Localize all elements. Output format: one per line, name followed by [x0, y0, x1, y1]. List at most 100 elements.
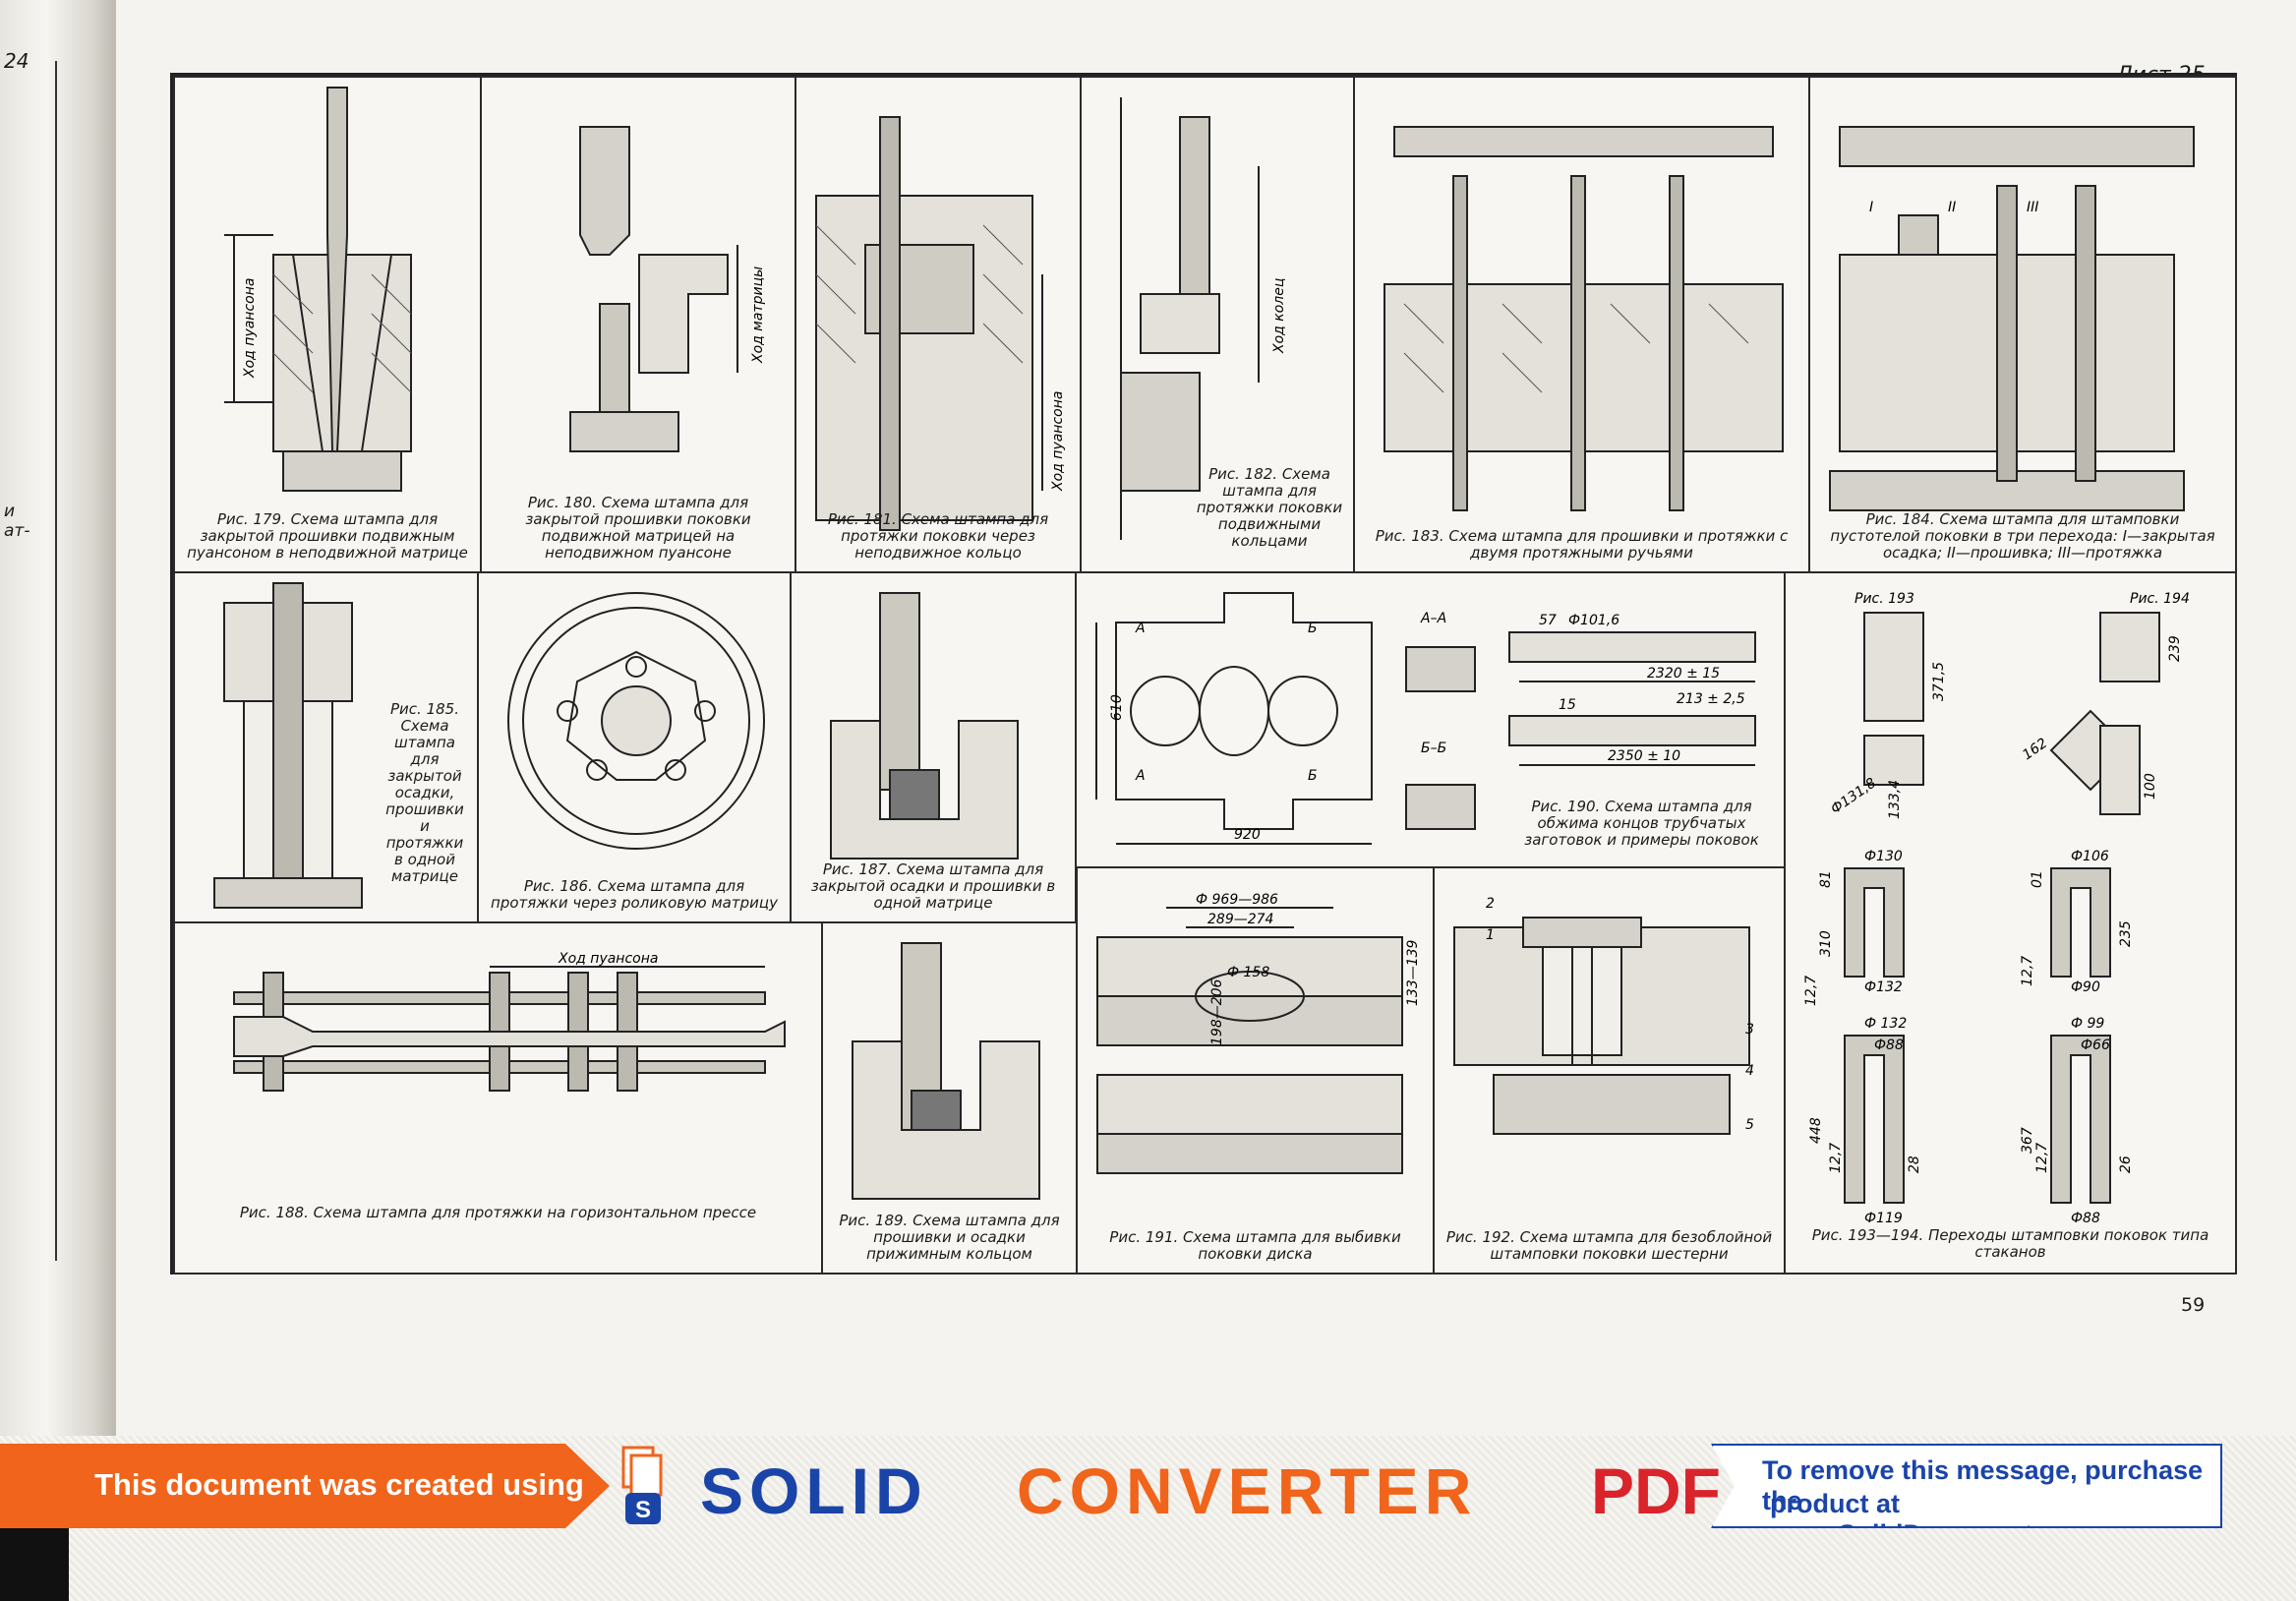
- figure-180-drawing: Ход матрицы: [569, 126, 766, 452]
- figure-190-mark-a1: А: [1135, 621, 1146, 636]
- figure-188-dim: Ход пуансона: [558, 951, 658, 967]
- purchase-line-2: product at www.SolidDocuments.com: [1770, 1489, 2220, 1528]
- figure-194-dim-1: 162: [2020, 736, 2050, 763]
- figure-189: Рис. 189. Схема штампа для прошивки и ос…: [821, 921, 1078, 1275]
- figure-194-dim-13: 26: [2118, 1156, 2134, 1173]
- figure-180: Ход матрицы Рис. 180. Схема штампа для з…: [480, 76, 796, 573]
- figure-187: Рис. 187. Схема штампа для закрытой осад…: [790, 571, 1077, 923]
- figure-183-drawing: [1383, 126, 1784, 511]
- previous-page-edge: 24 и ат-: [0, 0, 116, 1436]
- figure-192-label-3: 3: [1745, 1022, 1754, 1038]
- figure-186-drawing: [507, 592, 765, 850]
- figure-194-dim-11: 367: [2020, 1127, 2035, 1154]
- figure-194-dim-5: 01: [2030, 870, 2045, 888]
- purchase-line-1: To remove this message, purchase the: [1762, 1455, 2204, 1515]
- figure-194-dim-7: Ф90: [2071, 979, 2100, 995]
- figure-182: Ход колец Рис. 182. Схема штампа для про…: [1080, 76, 1355, 573]
- figure-184: I II III Рис. 184. Схема штампа для штам…: [1808, 76, 2237, 573]
- figure-192-label-1: 1: [1486, 927, 1495, 943]
- figure-192-label-5: 5: [1745, 1117, 1754, 1133]
- figure-185-caption: Рис. 185. Схема штампа для закрытой осад…: [385, 700, 464, 885]
- figure-191-caption: Рис. 191. Схема штампа для выбивки поков…: [1109, 1228, 1401, 1263]
- figure-179: Ход пуансона Рис. 179. Схема штампа для …: [173, 76, 482, 573]
- solid-documents-icon: S: [621, 1446, 663, 1524]
- figure-193-dim-11: 448: [1808, 1117, 1824, 1144]
- figure-192-drawing: 2 1 3 4 5: [1453, 896, 1754, 1135]
- banner-created-using: This document was created using: [0, 1444, 610, 1528]
- figure-190-dim-213: 213 ± 2,5: [1677, 691, 1745, 707]
- figure-194-dim-4: Ф106: [2071, 849, 2109, 864]
- figure-193-dim-3: 133,4: [1887, 780, 1903, 819]
- figure-181-caption: Рис. 181. Схема штампа для протяжки поко…: [827, 510, 1049, 562]
- figure-190-caption: Рис. 190. Схема штампа для обжима концов…: [1524, 798, 1759, 849]
- figure-191-dim-2: 289—274: [1207, 912, 1273, 927]
- figure-190-section-bb: Б–Б: [1421, 741, 1446, 756]
- figure-182-dim: Ход колец: [1271, 278, 1287, 354]
- figure-190-dim-dia: Ф101,6: [1568, 613, 1619, 628]
- page-number: 59: [2181, 1294, 2206, 1316]
- figure-190-dim-57: 57: [1539, 613, 1557, 628]
- figure-179-caption: Рис. 179. Схема штампа для закрытой прош…: [187, 510, 468, 562]
- figure-179-dim: Ход пуансона: [242, 278, 258, 379]
- left-fragment-2: ат-: [4, 521, 30, 541]
- figure-194-dim-8: 235: [2118, 920, 2134, 947]
- figure-185: Рис. 185. Схема штампа для закрытой осад…: [173, 571, 479, 923]
- left-fragment-1: и: [4, 502, 16, 521]
- figure-188: Ход пуансона Рис. 188. Схема штампа для …: [173, 921, 823, 1275]
- figure-194-dim-9: Ф 99: [2071, 1016, 2104, 1032]
- figure-193-dim-14: Ф119: [1864, 1211, 1903, 1226]
- figure-190-drawing: 610 920 А А Б Б А–А Б–Б Ф101,6 57 2320 ±…: [1095, 592, 1756, 845]
- figure-191-dim-5: 133—139: [1405, 939, 1421, 1006]
- figure-193-dim-9: Ф 132: [1864, 1016, 1907, 1032]
- figure-184-label-1: I: [1869, 200, 1873, 215]
- figure-194-dim-6: 12,7: [2020, 956, 2035, 986]
- figure-181-dim: Ход пуансона: [1050, 391, 1066, 492]
- figure-184-drawing: I II III: [1829, 126, 2195, 511]
- figure-193-label: Рис. 193: [1854, 591, 1914, 607]
- figure-193-dim-1: 371,5: [1931, 662, 1947, 701]
- figure-192: 2 1 3 4 5 Рис. 192. Схема штампа для без…: [1433, 866, 1786, 1275]
- figure-180-caption: Рис. 180. Схема штампа для закрытой прош…: [525, 494, 751, 562]
- purchase-message[interactable]: To remove this message, purchase the pro…: [1711, 1444, 2222, 1528]
- figure-190-mark-a2: А: [1135, 768, 1146, 784]
- figure-193-dim-13: 28: [1907, 1156, 1922, 1173]
- figure-183: Рис. 183. Схема штампа для прошивки и пр…: [1353, 76, 1810, 573]
- figure-190-mark-b2: Б: [1308, 768, 1318, 784]
- figure-191-dim-1: Ф 969—986: [1196, 892, 1278, 908]
- figure-193-dim-7: 12,7: [1803, 976, 1819, 1006]
- figure-183-caption: Рис. 183. Схема штампа для прошивки и пр…: [1375, 527, 1789, 562]
- figure-189-caption: Рис. 189. Схема штампа для прошивки и ос…: [839, 1212, 1060, 1263]
- figure-179-drawing: Ход пуансона: [224, 87, 412, 492]
- figure-193-dim-4: Ф130: [1864, 849, 1903, 864]
- figure-184-label-2: II: [1948, 200, 1956, 215]
- figure-184-label-3: III: [2027, 200, 2038, 215]
- figure-188-caption: Рис. 188. Схема штампа для протяжки на г…: [239, 1204, 757, 1221]
- figure-193-dim-6: 310: [1818, 930, 1834, 957]
- figure-194-dim-3: 100: [2143, 773, 2158, 800]
- figure-182-drawing: Ход колец: [1120, 97, 1287, 540]
- figure-190-dim-15: 15: [1559, 697, 1576, 713]
- figure-187-drawing: [830, 592, 1019, 860]
- figure-191-drawing: Ф 969—986 289—274 Ф 158 198—206 133—139: [1096, 892, 1421, 1174]
- figure-193-dim-5: 81: [1818, 870, 1834, 888]
- left-page-number: 24: [4, 49, 29, 73]
- figure-190-dim-2320: 2320 ± 15: [1647, 666, 1720, 682]
- figure-191-dim-4: 198—206: [1209, 978, 1225, 1045]
- brand-pdf: PDF: [1591, 1454, 1721, 1527]
- figure-194-dim-14: Ф88: [2071, 1211, 2100, 1226]
- figure-193-dim-12: 12,7: [1828, 1143, 1844, 1173]
- figure-194-label: Рис. 194: [2130, 591, 2190, 607]
- figure-186: Рис. 186. Схема штампа для протяжки чере…: [477, 571, 792, 923]
- figure-190-dim-920: 920: [1234, 827, 1261, 843]
- figure-193-194-drawing: Рис. 193 Рис. 194 371,5 Ф131,8 133,4 162…: [1803, 591, 2190, 1226]
- figure-188-drawing: Ход пуансона: [233, 951, 786, 1092]
- figure-191-dim-3: Ф 158: [1227, 965, 1269, 980]
- figure-190-mark-b1: Б: [1308, 621, 1318, 636]
- brand-solid: SOLID: [700, 1454, 928, 1527]
- purchase-line-2-prefix: product at: [1770, 1489, 1900, 1518]
- figure-194-dim-10: Ф66: [2081, 1038, 2110, 1053]
- figure-194-dim-2: 239: [2167, 635, 2183, 662]
- solid-documents-link[interactable]: www.SolidDocuments.com: [1770, 1519, 2110, 1528]
- figure-187-caption: Рис. 187. Схема штампа для закрытой осад…: [810, 860, 1056, 912]
- brand-converter: CONVERTER: [1017, 1454, 1478, 1527]
